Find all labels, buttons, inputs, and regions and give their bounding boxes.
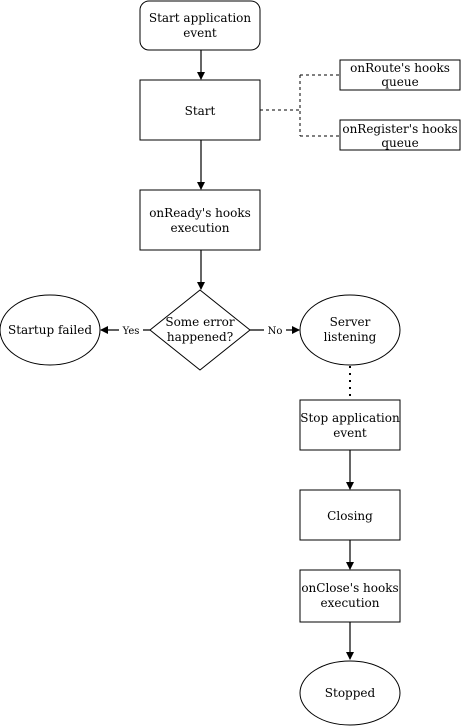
node-stopped: Stopped: [299, 660, 401, 726]
node-start: Start: [139, 79, 261, 141]
no-label-bg: [264, 323, 286, 337]
yes-label-bg: [119, 323, 143, 337]
svg-text:Closing: Closing: [327, 509, 373, 523]
svg-text:Start: Start: [185, 104, 216, 118]
edge-label-yes: Yes: [122, 326, 140, 337]
edge-label-no: No: [268, 326, 283, 337]
node-startup-failed: Startup failed: [0, 294, 101, 366]
node-closing: Closing: [299, 489, 401, 541]
svg-text:Stopped: Stopped: [325, 686, 376, 700]
svg-text:Startup failed: Startup failed: [8, 323, 92, 337]
